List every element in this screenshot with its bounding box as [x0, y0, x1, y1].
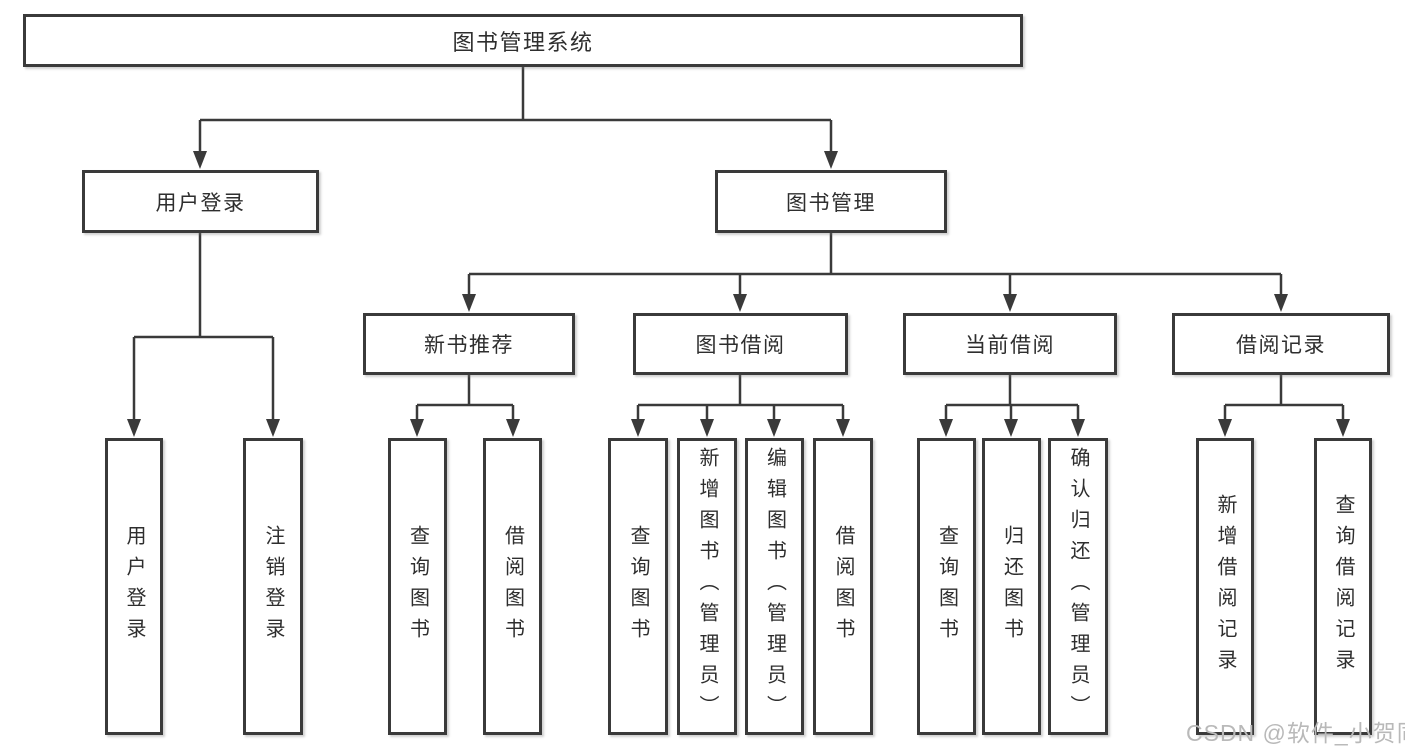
leaf-label: 注销登录: [262, 524, 284, 649]
leaf-borrow-book: 借阅图书: [813, 438, 873, 735]
arrow-down-icon: [733, 294, 747, 312]
leaf-label: 归还图书: [1000, 524, 1023, 649]
leaf-label: 确认归还（管理员）: [1067, 447, 1089, 726]
arrow-down-icon: [193, 151, 207, 169]
leaf-label: 查询图书: [627, 524, 649, 649]
leaf-logout: 注销登录: [243, 438, 303, 735]
leaf-query-book-recommend: 查询图书: [388, 438, 447, 735]
csdn-watermark: CSDN @软件_小贺同学: [1186, 720, 1405, 746]
arrow-down-icon: [462, 294, 476, 312]
leaf-label: 查询图书: [935, 524, 958, 649]
leaf-user-login: 用户登录: [105, 438, 163, 735]
tree-edges: [132, 67, 1345, 421]
leaf-add-book-admin: 新增图书（管理员）: [677, 438, 737, 735]
leaf-label: 查询图书: [406, 524, 429, 649]
leaf-return-book: 归还图书: [982, 438, 1041, 735]
node-current-borrow: 当前借阅: [903, 313, 1117, 375]
arrow-down-icon: [824, 151, 838, 169]
arrow-down-icon: [700, 419, 714, 437]
arrow-down-icon: [767, 419, 781, 437]
arrow-down-icon: [266, 419, 280, 437]
leaf-label: 用户登录: [123, 524, 145, 649]
arrow-down-icon: [1218, 419, 1232, 437]
node-borrow-record: 借阅记录: [1172, 313, 1390, 375]
node-book-management: 图书管理: [715, 170, 947, 233]
arrow-down-icon: [1003, 294, 1017, 312]
node-user-login: 用户登录: [82, 170, 319, 233]
node-new-book-recommend: 新书推荐: [363, 313, 575, 375]
arrow-down-icon: [631, 419, 645, 437]
arrow-down-icon: [410, 419, 424, 437]
leaf-label: 编辑图书（管理员）: [763, 447, 786, 726]
node-book-borrow: 图书借阅: [633, 313, 848, 375]
arrow-down-icon: [1071, 419, 1085, 437]
arrow-down-icon: [1274, 294, 1288, 312]
leaf-label: 新增图书（管理员）: [696, 447, 718, 726]
arrow-down-icon: [1004, 419, 1018, 437]
leaf-label: 借阅图书: [501, 524, 524, 649]
arrow-down-icon: [836, 419, 850, 437]
arrowheads: [127, 151, 1350, 437]
leaf-query-book-borrow: 查询图书: [608, 438, 668, 735]
arrow-down-icon: [939, 419, 953, 437]
leaf-label: 查询借阅记录: [1332, 493, 1354, 680]
node-root-library-system: 图书管理系统: [23, 14, 1023, 67]
leaf-label: 新增借阅记录: [1214, 493, 1236, 680]
leaf-add-borrow-record: 新增借阅记录: [1196, 438, 1254, 735]
leaf-query-book-current: 查询图书: [917, 438, 976, 735]
leaf-query-borrow-record: 查询借阅记录: [1314, 438, 1372, 735]
leaf-confirm-return-admin: 确认归还（管理员）: [1048, 438, 1108, 735]
arrow-down-icon: [506, 419, 520, 437]
arrow-down-icon: [1336, 419, 1350, 437]
leaf-edit-book-admin: 编辑图书（管理员）: [745, 438, 804, 735]
leaf-borrow-book-recommend: 借阅图书: [483, 438, 542, 735]
leaf-label: 借阅图书: [832, 524, 854, 649]
arrow-down-icon: [127, 419, 141, 437]
